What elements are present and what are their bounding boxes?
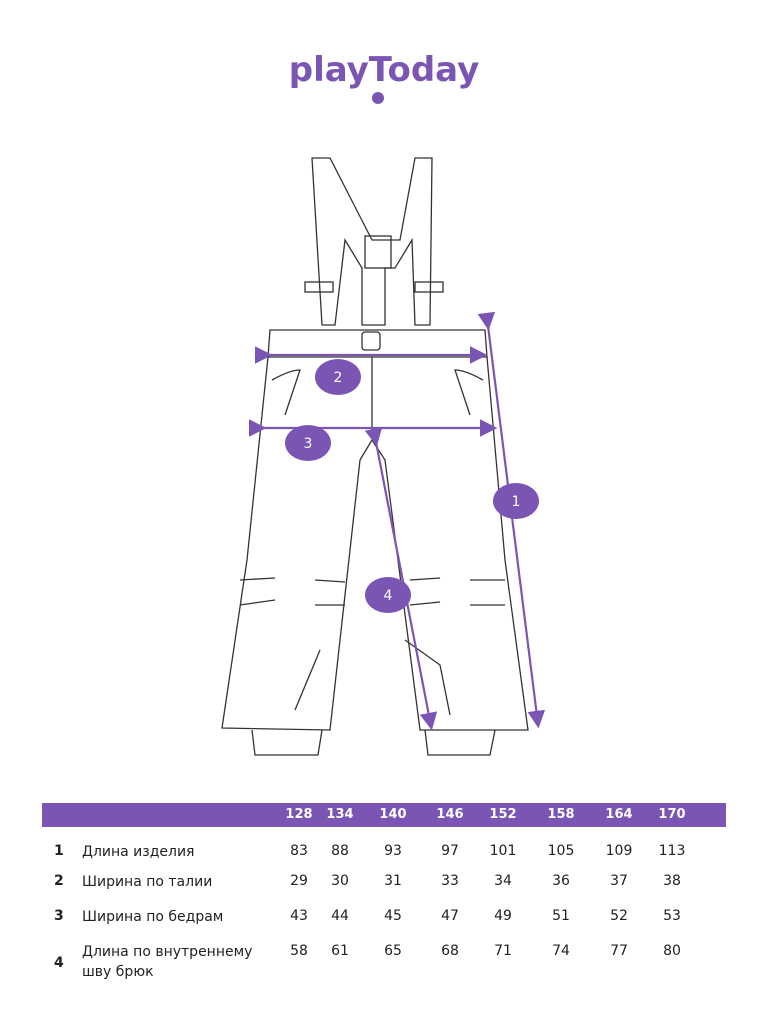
size-header: 134 xyxy=(326,807,354,822)
pants-diagram: 2 3 1 4 xyxy=(221,157,546,756)
size-header: 146 xyxy=(436,807,464,822)
size-header-row: 128 134 140 146 152 158 164 170 xyxy=(42,803,726,827)
measure-line-1 xyxy=(477,311,546,729)
size-table: 128 134 140 146 152 158 164 170 1 Длина изделия 8… xyxy=(42,803,726,980)
svg-text:playToday: playToday xyxy=(289,50,480,90)
marker-1: 1 xyxy=(493,483,539,519)
table-cell: 45 xyxy=(384,908,402,924)
table-cell: 74 xyxy=(552,943,570,959)
table-cell: 34 xyxy=(494,873,512,889)
table-cell: 105 xyxy=(547,843,575,859)
table-cell: 38 xyxy=(663,873,681,889)
size-header: 128 xyxy=(285,807,313,822)
row-number: 2 xyxy=(54,873,64,889)
table-cell: 93 xyxy=(384,843,402,859)
marker-2: 2 xyxy=(315,359,361,395)
marker-4: 4 xyxy=(365,577,411,613)
table-cell: 58 xyxy=(290,943,308,959)
table-cell: 37 xyxy=(610,873,628,889)
table-cell: 68 xyxy=(441,943,459,959)
table-cell: 65 xyxy=(384,943,402,959)
size-header: 152 xyxy=(489,807,517,822)
table-cell: 44 xyxy=(331,908,349,924)
row-label: Ширина по бедрам xyxy=(82,909,224,925)
table-cell: 71 xyxy=(494,943,512,959)
svg-text:1: 1 xyxy=(512,494,521,510)
size-header: 158 xyxy=(547,807,575,822)
marker-3: 3 xyxy=(285,425,331,461)
size-header: 140 xyxy=(379,807,407,822)
table-cell: 97 xyxy=(441,843,459,859)
table-cell: 61 xyxy=(331,943,349,959)
table-cell: 29 xyxy=(290,873,308,889)
table-cell: 43 xyxy=(290,908,308,924)
size-header: 164 xyxy=(605,807,633,822)
table-cell: 83 xyxy=(290,843,308,859)
table-cell: 53 xyxy=(663,908,681,924)
table-cell: 51 xyxy=(552,908,570,924)
table-cell: 47 xyxy=(441,908,459,924)
row-number: 4 xyxy=(54,955,64,971)
svg-text:2: 2 xyxy=(334,370,343,386)
table-cell: 36 xyxy=(552,873,570,889)
row-number: 3 xyxy=(54,908,64,924)
table-cell: 77 xyxy=(610,943,628,959)
measurement-lines xyxy=(248,311,546,731)
table-cell: 101 xyxy=(489,843,517,859)
svg-text:3: 3 xyxy=(304,436,313,452)
table-cell: 113 xyxy=(658,843,686,859)
brand-logo: playToday xyxy=(0,45,768,109)
row-number: 1 xyxy=(54,843,64,859)
pants-outline xyxy=(221,157,529,756)
table-cell: 33 xyxy=(441,873,459,889)
row-label: Длина изделия xyxy=(82,844,195,860)
table-cell: 88 xyxy=(331,843,349,859)
table-cell: 31 xyxy=(384,873,402,889)
table-cell: 30 xyxy=(331,873,349,889)
size-header: 170 xyxy=(658,807,686,822)
row-label: Ширина по талии xyxy=(82,874,213,890)
table-cell: 52 xyxy=(610,908,628,924)
svg-text:4: 4 xyxy=(384,588,393,604)
table-cell: 109 xyxy=(605,843,633,859)
table-cell: 80 xyxy=(663,943,681,959)
row-label: Длина по внутреннему шву брюк xyxy=(82,944,253,980)
table-cell: 49 xyxy=(494,908,512,924)
